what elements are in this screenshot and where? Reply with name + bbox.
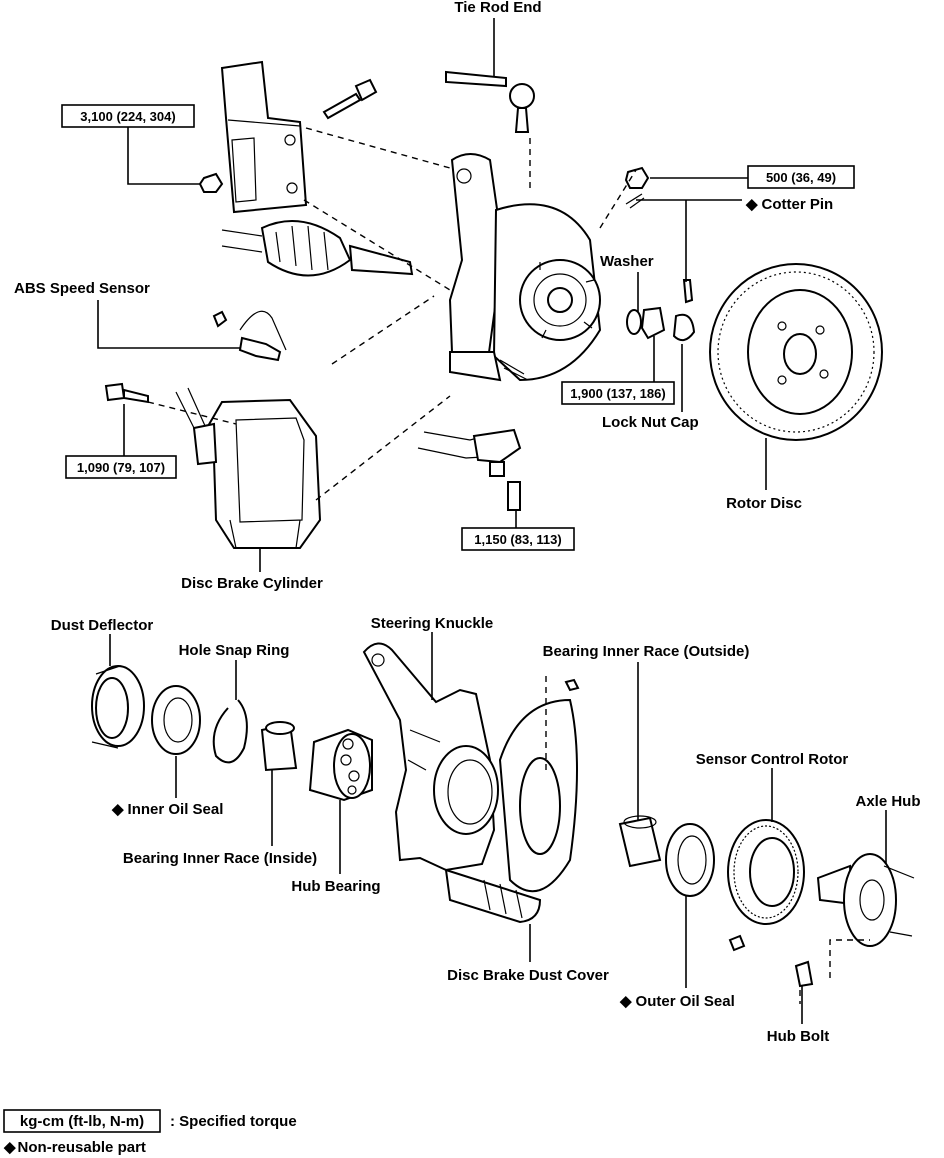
label-hub-bearing: Hub Bearing (291, 878, 380, 895)
legend-torque-box (3, 1109, 161, 1133)
torque-box-caliper: 1,090 (79, 107) (65, 455, 177, 479)
lower-dashed-lines (545, 676, 870, 1004)
label-outer-oil-seal: ◆Outer Oil Seal (619, 993, 735, 1010)
legend-nonreusable-text: Non-reusable part (18, 1139, 146, 1156)
steering-knuckle-drawing (362, 642, 499, 872)
hole-snap-ring-drawing (212, 699, 248, 764)
strut-upper-bolt-drawing (322, 78, 378, 120)
upper-dashed-lines (147, 127, 637, 501)
hub-bolt-drawing (794, 960, 814, 988)
lower-leader-lines (109, 632, 887, 1024)
label-tie-rod-end: Tie Rod End (454, 0, 541, 16)
caliper-drawing (104, 382, 322, 549)
bearing-race-inside-drawing (260, 721, 298, 772)
nonreusable-marker: ◆ (111, 801, 124, 818)
nonreusable-marker: ◆ (3, 1139, 16, 1156)
sensor-rotor-drawing (727, 819, 805, 952)
legend-torque-desc: : Specified torque (170, 1113, 297, 1130)
label-bearing-inner-race-outside: Bearing Inner Race (Outside) (543, 643, 750, 660)
label-bearing-inner-race-inside: Bearing Inner Race (Inside) (123, 850, 317, 867)
label-hub-bolt: Hub Bolt (767, 1028, 829, 1045)
torque-strut-text: 3,100 (224, 304) (80, 109, 175, 124)
strut-nut-drawing (198, 172, 224, 193)
hub-fasteners-drawing (624, 166, 696, 342)
label-washer: Washer (600, 253, 654, 270)
torque-ball-joint-text: 1,150 (83, 113) (474, 532, 561, 547)
rotor-disc-drawing (709, 263, 883, 441)
inner-oil-seal-drawing (151, 685, 201, 755)
hub-bearing-drawing (308, 728, 373, 802)
label-disc-brake-dust-cover: Disc Brake Dust Cover (447, 967, 609, 984)
label-cotter-pin: ◆Cotter Pin (745, 196, 833, 213)
label-dust-deflector: Dust Deflector (51, 617, 154, 634)
label-inner-oil-seal-text: Inner Oil Seal (128, 801, 224, 818)
torque-box-hub-nut: 500 (36, 49) (747, 165, 855, 189)
label-hole-snap-ring: Hole Snap Ring (179, 642, 290, 659)
outer-oil-seal-drawing (665, 823, 715, 897)
torque-lock-nut-text: 1,900 (137, 186) (570, 386, 665, 401)
label-steering-knuckle: Steering Knuckle (371, 615, 494, 632)
legend: kg-cm (ft-lb, N-m) : Specified torque ◆N… (3, 1109, 297, 1156)
label-lock-nut-cap: Lock Nut Cap (602, 414, 699, 431)
label-abs-speed-sensor: ABS Speed Sensor (14, 280, 150, 297)
torque-box-lock-nut: 1,900 (137, 186) (561, 381, 675, 405)
drive-shaft-drawing (221, 219, 414, 277)
torque-box-strut: 3,100 (224, 304) (61, 104, 195, 128)
upper-leader-lines (97, 18, 767, 572)
lower-arm-drawing (417, 428, 522, 511)
bearing-race-outside-drawing (618, 815, 662, 868)
label-rotor-disc: Rotor Disc (726, 495, 802, 512)
label-axle-hub: Axle Hub (855, 793, 920, 810)
torque-hub-nut-text: 500 (36, 49) (766, 170, 836, 185)
label-sensor-control-rotor: Sensor Control Rotor (696, 751, 849, 768)
legend-nonreusable: ◆Non-reusable part (3, 1139, 146, 1156)
label-cotter-pin-text: Cotter Pin (762, 196, 834, 213)
label-inner-oil-seal: ◆Inner Oil Seal (111, 801, 223, 818)
axle-hub-drawing (816, 853, 915, 947)
dust-deflector-drawing (91, 665, 145, 749)
nonreusable-marker: ◆ (619, 993, 632, 1010)
label-outer-oil-seal-text: Outer Oil Seal (636, 993, 735, 1010)
dust-cover-drawing (444, 678, 580, 924)
torque-box-ball-joint: 1,150 (83, 113) (461, 527, 575, 551)
abs-sensor-drawing (212, 310, 287, 362)
tie-rod-end-drawing (445, 70, 535, 133)
legend-torque-unit: kg-cm (ft-lb, N-m) (20, 1113, 144, 1130)
torque-caliper-text: 1,090 (79, 107) (77, 460, 165, 475)
strut-drawing (220, 60, 308, 214)
nonreusable-marker: ◆ (745, 196, 758, 213)
knuckle-assembly-drawing (448, 153, 602, 382)
label-disc-brake-cylinder: Disc Brake Cylinder (181, 575, 323, 592)
